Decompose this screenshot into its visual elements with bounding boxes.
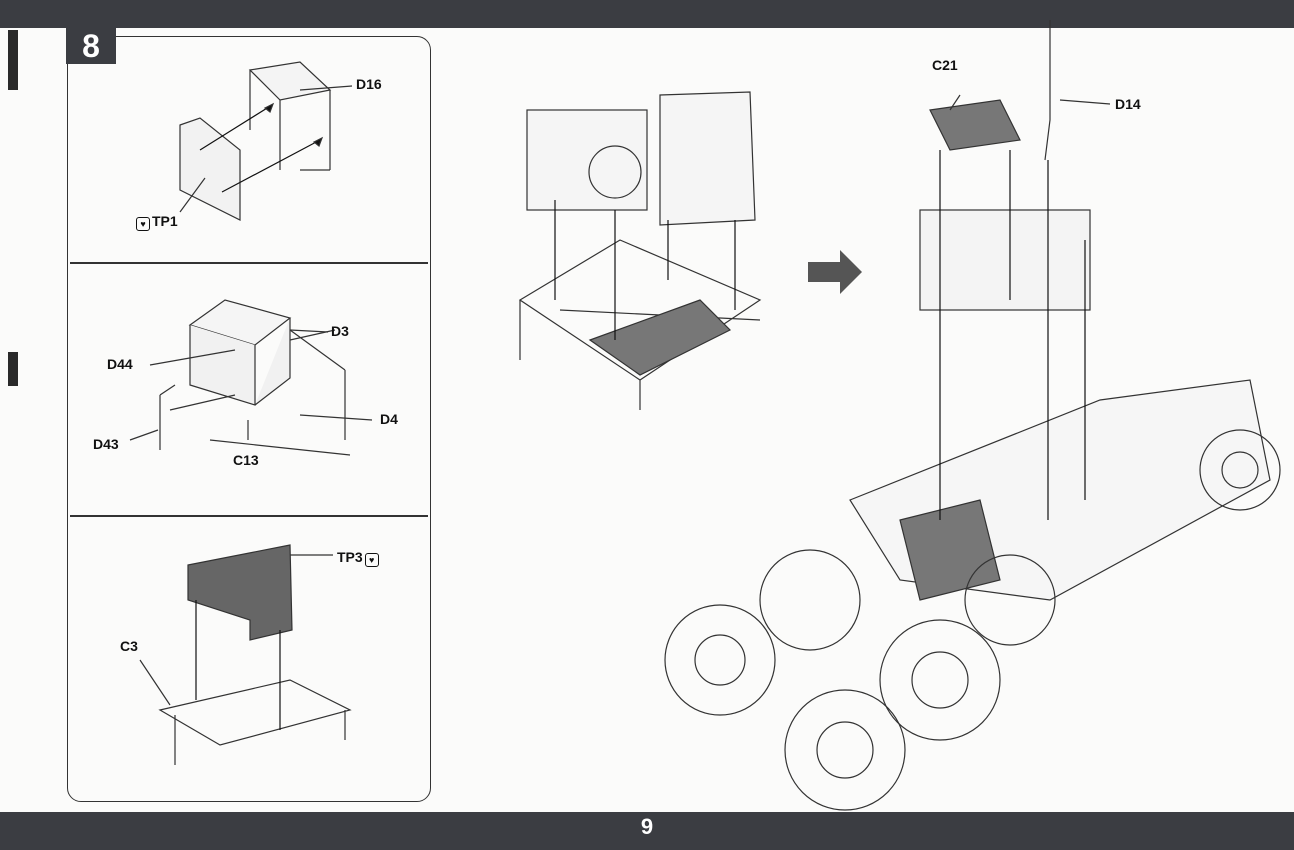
edge-mark xyxy=(8,30,18,90)
part-label-d16: D16 xyxy=(356,76,382,92)
step-number: 8 xyxy=(66,28,116,64)
tp3-text: TP3 xyxy=(337,549,363,565)
part-label-c3: C3 xyxy=(120,638,138,654)
page-number: 9 xyxy=(640,814,654,839)
edge-mark xyxy=(8,352,18,386)
part-label-d44: D44 xyxy=(107,356,133,372)
fuel-tank-assembly-drawing xyxy=(518,91,762,410)
panel-divider xyxy=(70,262,428,264)
d16-part-drawing xyxy=(179,61,353,221)
tp1-text: TP1 xyxy=(152,213,178,229)
panel-divider xyxy=(70,515,428,517)
part-label-d43: D43 xyxy=(93,436,119,452)
right-arrow-icon xyxy=(808,250,862,294)
c13-part-drawing xyxy=(129,299,373,456)
part-label-d3: D3 xyxy=(331,323,349,339)
top-band xyxy=(0,0,1294,28)
photo-etch-part-icon: ♥ xyxy=(364,553,379,567)
part-label-tp1: ♥TP1 xyxy=(136,213,178,231)
part-label-d4: D4 xyxy=(380,411,398,427)
c3-part-drawing xyxy=(139,544,352,765)
truck-chassis-drawing xyxy=(664,20,1281,811)
sub-assembly-panel xyxy=(67,36,431,802)
part-label-c21: C21 xyxy=(932,57,958,73)
bottom-band xyxy=(0,812,1294,850)
part-label-tp3: TP3♥ xyxy=(337,549,379,567)
part-label-d14: D14 xyxy=(1115,96,1141,112)
part-label-c13: C13 xyxy=(233,452,259,468)
photo-etch-part-icon: ♥ xyxy=(136,217,150,231)
